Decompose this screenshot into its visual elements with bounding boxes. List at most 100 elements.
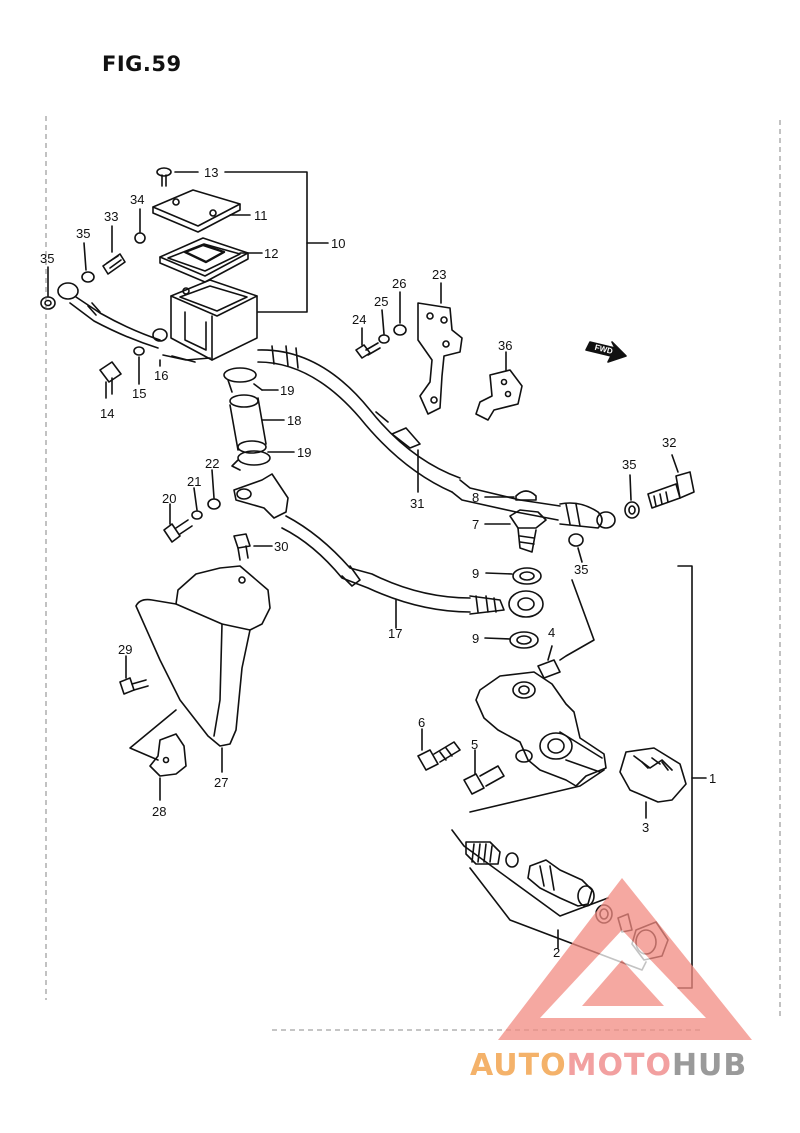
leader-9b	[484, 637, 511, 640]
washer-35a	[81, 271, 95, 283]
leader-4	[547, 645, 553, 661]
callout-9a: 9	[472, 566, 479, 581]
hose-18	[229, 394, 267, 454]
fwd-arrow-icon	[585, 341, 627, 363]
callout-15: 15	[132, 386, 146, 401]
bracket-1	[677, 565, 693, 989]
leader-9a	[485, 572, 513, 575]
callout-16: 16	[154, 368, 168, 383]
washer-15	[133, 346, 145, 356]
callout-2: 2	[553, 945, 560, 960]
callout-24: 24	[352, 312, 366, 327]
washer-21	[191, 510, 203, 520]
callout-26: 26	[392, 276, 406, 291]
screw-13	[156, 167, 172, 187]
watermark-logo-icon	[498, 878, 752, 1040]
callout-9b: 9	[472, 631, 479, 646]
guide-line-a	[469, 769, 605, 813]
clamp-19b	[231, 450, 271, 471]
callout-7: 7	[472, 517, 479, 532]
bolt-6	[417, 741, 461, 771]
washer-9b	[509, 631, 539, 649]
callout-27: 27	[214, 775, 228, 790]
callout-5: 5	[471, 737, 478, 752]
piston-spring	[465, 841, 501, 865]
guide-line-b	[451, 829, 609, 917]
watermark-text: AUTOMOTOHUB	[470, 1048, 747, 1083]
piston-cup	[505, 852, 519, 868]
leader-35d	[577, 547, 583, 563]
clamp-19a	[223, 367, 263, 393]
clip-28	[149, 733, 187, 777]
diaphragm-12	[159, 237, 249, 283]
callout-8: 8	[472, 490, 479, 505]
washer-26	[393, 324, 407, 336]
callout-13: 13	[204, 165, 218, 180]
callout-21: 21	[187, 474, 201, 489]
washer-35d	[568, 533, 584, 547]
leader-35c	[629, 474, 632, 501]
bleeder-7	[509, 509, 547, 553]
callout-3: 3	[642, 820, 649, 835]
fwd-badge: FWD	[594, 343, 614, 356]
callout-36: 36	[498, 338, 512, 353]
bolt-14	[99, 361, 122, 399]
callout-17: 17	[388, 626, 402, 641]
bolt-5	[463, 765, 505, 795]
callout-34: 34	[130, 192, 144, 207]
callout-1: 1	[709, 771, 716, 786]
bolt-20	[163, 519, 193, 543]
cap-bolt-34	[134, 208, 146, 244]
callout-29: 29	[118, 642, 132, 657]
washer-9a	[512, 567, 542, 585]
callout-20: 20	[162, 491, 176, 506]
callout-35b: 35	[40, 251, 54, 266]
cap-8	[515, 490, 537, 501]
callout-23: 23	[432, 267, 446, 282]
piston	[527, 859, 595, 907]
callout-19a: 19	[280, 383, 294, 398]
callout-22: 22	[205, 456, 219, 471]
callout-35a: 35	[76, 226, 90, 241]
washer-25	[378, 334, 390, 344]
bolt-29	[119, 677, 149, 695]
callout-14: 14	[100, 406, 114, 421]
callout-25: 25	[374, 294, 388, 309]
washer-16-a	[152, 328, 168, 342]
hose-17	[281, 515, 544, 618]
leader-32	[671, 454, 679, 473]
washer-35c	[624, 501, 640, 519]
figure-title: FIG.59	[102, 52, 182, 76]
callout-33: 33	[104, 209, 118, 224]
bolt-30	[233, 533, 251, 561]
callout-12: 12	[264, 246, 278, 261]
washer-22	[207, 498, 221, 510]
callout-35c: 35	[622, 457, 636, 472]
leader-35a	[83, 242, 87, 271]
bracket-36	[475, 369, 523, 421]
hose-31	[257, 345, 616, 529]
union-bolt-33	[102, 253, 126, 275]
reservoir-10	[170, 279, 258, 361]
leader-25	[381, 309, 385, 335]
leader-28-dash	[129, 709, 177, 761]
callout-35d: 35	[574, 562, 588, 577]
master-cylinder-body	[475, 671, 607, 787]
hose-joint-bracket	[233, 473, 289, 519]
bolt-24	[355, 342, 381, 359]
callout-30: 30	[274, 539, 288, 554]
bush-4	[537, 659, 561, 679]
callout-6: 6	[418, 715, 425, 730]
union-bolt-32	[647, 471, 695, 509]
callout-28: 28	[152, 804, 166, 819]
watermark-part-moto: MOTO	[566, 1048, 672, 1083]
hose-upper-left	[57, 282, 161, 349]
bracket-23	[417, 302, 463, 415]
callout-4: 4	[548, 625, 555, 640]
callout-10: 10	[331, 236, 345, 251]
leader-21	[193, 487, 198, 511]
reservoir-cap-11	[152, 189, 241, 233]
watermark-part-hub: HUB	[671, 1048, 748, 1083]
